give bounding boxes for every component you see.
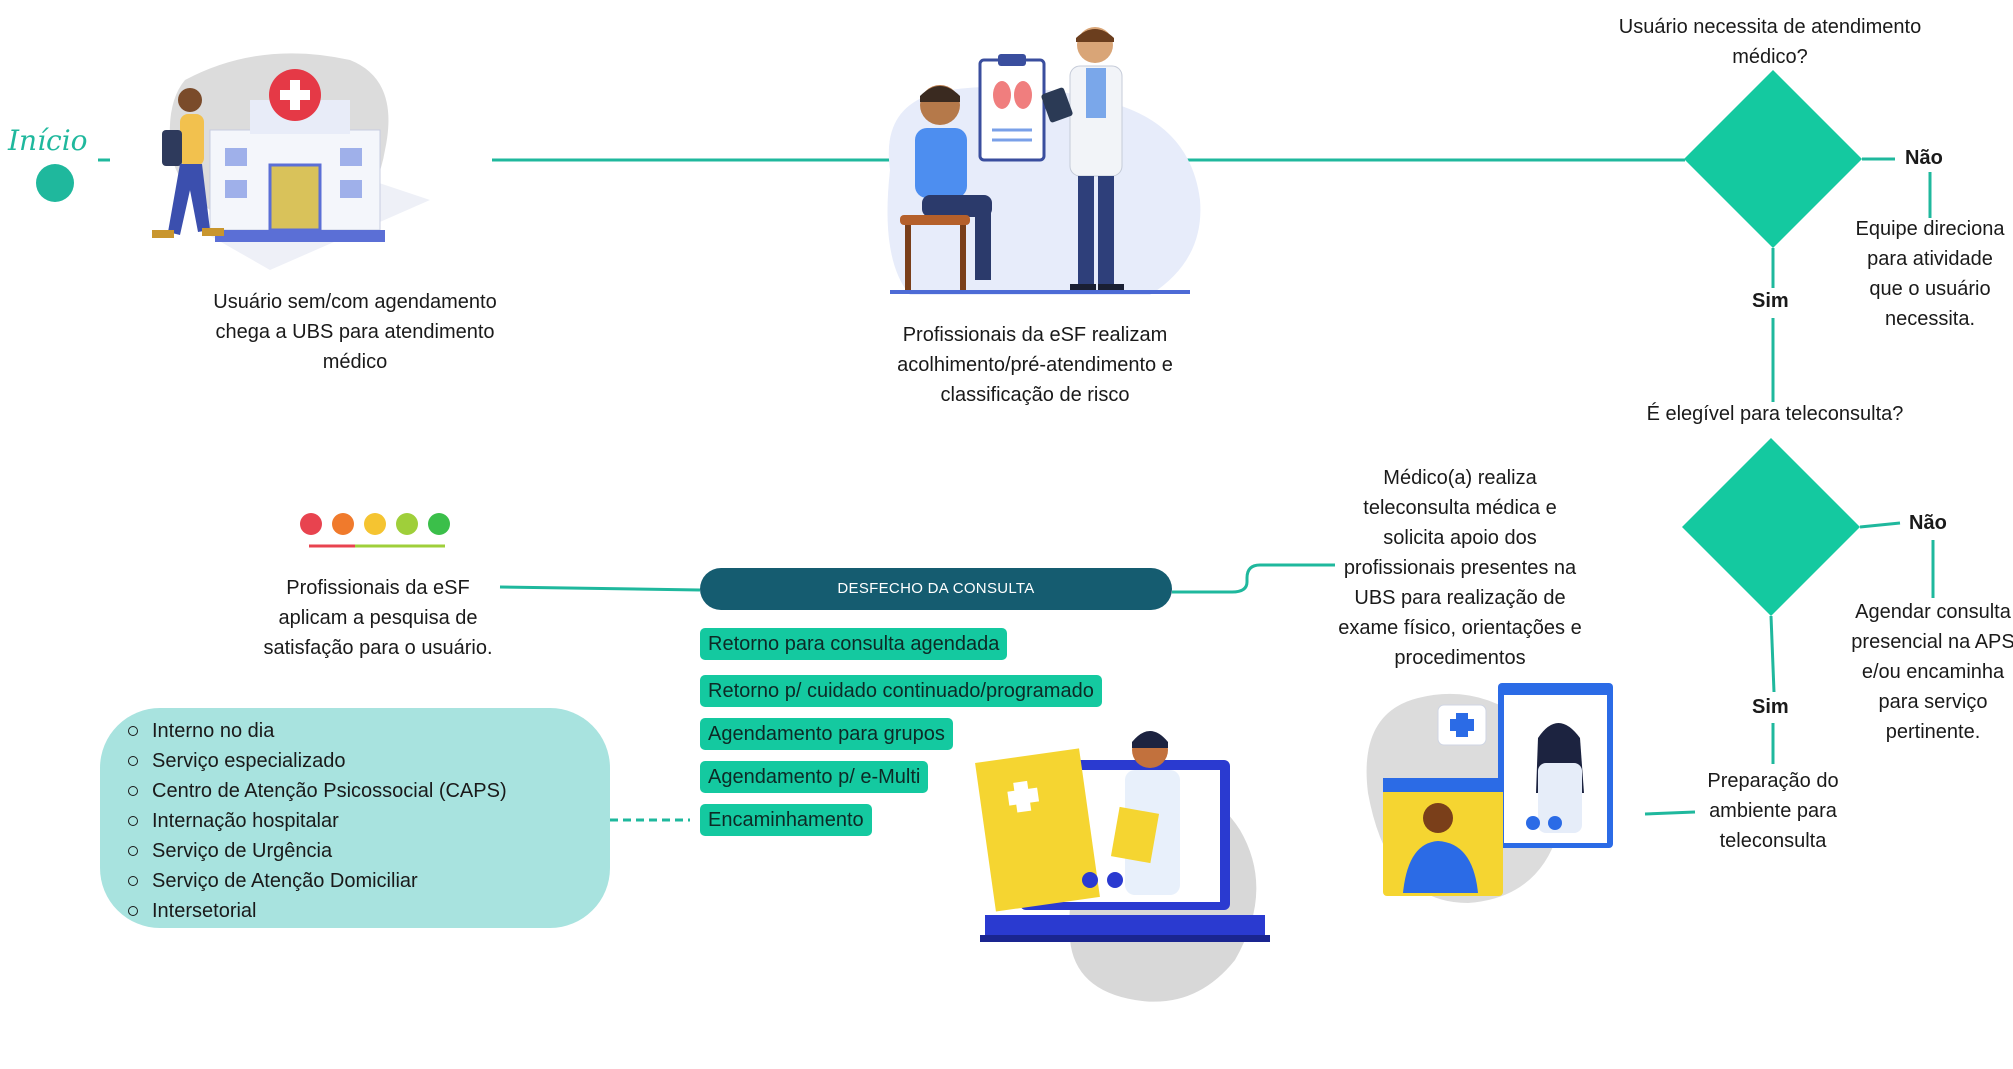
outcome-pill: Retorno p/ cuidado continuado/programado: [700, 675, 1102, 707]
survey-text: Profissionais da eSF aplicam a pesquisa …: [263, 577, 493, 659]
decision2-no-text: Agendar consulta presencial na APS e/ou …: [1851, 601, 2013, 743]
step4-text: Médico(a) realiza teleconsulta médica e …: [1338, 467, 1582, 669]
list-item: Intersetorial: [128, 896, 507, 926]
step1-text: Usuário sem/com agendamento chega a UBS …: [213, 291, 497, 373]
satisfaction-faces-icon: [300, 513, 450, 548]
decision2-yes-label: Sim: [1752, 696, 1789, 718]
video-call-illustration: [1366, 683, 1613, 903]
decision-diamond-1: [1684, 70, 1862, 248]
step2-text: Profissionais da eSF realizam acolhiment…: [897, 324, 1173, 406]
outcome-pill: Encaminhamento: [700, 804, 872, 836]
list-item: Internação hospitalar: [128, 806, 507, 836]
list-item: Interno no dia: [128, 716, 507, 746]
hospital-illustration: [152, 53, 430, 270]
decision1-question: Usuário necessita de atendimento médico?: [1618, 16, 1922, 68]
referral-list-box: Interno no dia Serviço especializado Cen…: [100, 708, 610, 928]
decision1-no-text: Equipe direciona para atividade que o us…: [1855, 218, 2005, 330]
decision-diamond-2: [1682, 438, 1860, 616]
start-circle: [36, 164, 74, 202]
doctor-patient-illustration: [887, 27, 1201, 296]
decision1-yes-label: Sim: [1752, 290, 1789, 312]
list-item: Serviço de Urgência: [128, 836, 507, 866]
laptop-teleconsult-illustration: [975, 731, 1270, 1002]
outcome-pill: Agendamento para grupos: [700, 718, 953, 750]
outcome-pill: Agendamento p/ e-Multi: [700, 761, 929, 793]
list-item: Serviço de Atenção Domiciliar: [128, 866, 507, 896]
decision2-no-label: Não: [1909, 512, 1947, 534]
outcome-header: DESFECHO DA CONSULTA: [700, 568, 1172, 610]
step3-text: Preparação do ambiente para teleconsulta: [1707, 770, 1839, 852]
list-item: Serviço especializado: [128, 746, 507, 776]
decision2-question: É elegível para teleconsulta?: [1646, 403, 1904, 425]
start-label: Início: [8, 124, 88, 157]
outcome-pill: Retorno para consulta agendada: [700, 628, 1008, 660]
referral-list: Interno no dia Serviço especializado Cen…: [128, 716, 507, 926]
list-item: Centro de Atenção Psicossocial (CAPS): [128, 776, 507, 806]
decision1-no-label: Não: [1905, 147, 1943, 169]
